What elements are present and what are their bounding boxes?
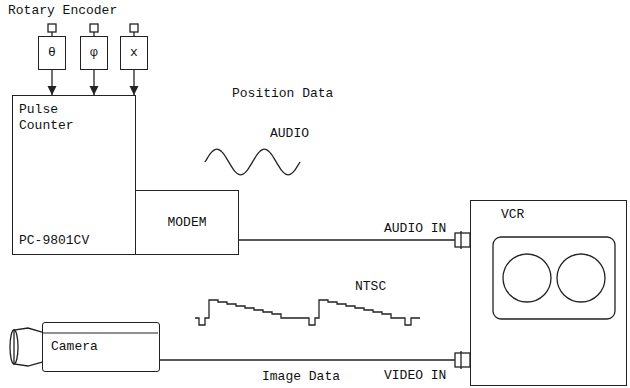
signal-arrow bbox=[133, 70, 134, 95]
encoder-knob bbox=[90, 24, 98, 32]
signal-label: Rotary Encoder bbox=[8, 3, 117, 19]
tape-reel bbox=[557, 254, 605, 302]
signal-arrow bbox=[93, 70, 94, 95]
encoder-knobs bbox=[48, 24, 138, 36]
video-jack bbox=[455, 353, 470, 367]
camera-lens bbox=[10, 328, 42, 366]
signal-label: Image Data bbox=[262, 369, 340, 385]
node-label: x bbox=[130, 45, 138, 61]
node-label: Pulse Counter bbox=[19, 102, 89, 133]
modem-box: MODEM bbox=[135, 190, 239, 255]
model-name: PC-9801CV bbox=[19, 233, 89, 249]
node-label: θ bbox=[48, 45, 56, 61]
node-label: Camera bbox=[51, 339, 98, 355]
encoder-box: θ bbox=[38, 36, 66, 70]
encoder-box: φ bbox=[80, 36, 108, 70]
camera-body: Camera bbox=[42, 322, 160, 372]
tape-window bbox=[493, 237, 615, 319]
encoder-box: x bbox=[120, 36, 148, 70]
signal-arrow bbox=[51, 70, 52, 95]
jack-flange bbox=[460, 351, 461, 369]
signal-label: AUDIO bbox=[270, 126, 309, 142]
vcr-unit: VCR bbox=[470, 200, 627, 386]
vcr-front-panel bbox=[471, 201, 622, 384]
signal-label: Position Data bbox=[232, 86, 333, 102]
node-label: VCR bbox=[501, 207, 626, 223]
ntsc-waveform bbox=[195, 300, 420, 325]
signal-label: NTSC bbox=[355, 279, 386, 295]
vcr-jacks bbox=[455, 231, 470, 369]
signal-cable bbox=[239, 239, 470, 240]
computer-box: Pulse CounterPC-9801CV bbox=[12, 95, 136, 255]
signal-label: AUDIO IN bbox=[384, 221, 446, 237]
node-label: φ bbox=[90, 45, 98, 61]
encoder-knob bbox=[130, 24, 138, 32]
encoder-knob bbox=[48, 24, 56, 32]
signal-label: VIDEO IN bbox=[384, 368, 446, 384]
jack-flange bbox=[460, 231, 461, 249]
node-label: MODEM bbox=[167, 215, 206, 231]
signal-cable bbox=[160, 359, 470, 360]
lens-front bbox=[10, 330, 18, 364]
audio-jack bbox=[455, 233, 470, 247]
tape-reel bbox=[503, 254, 551, 302]
audio-waveform bbox=[205, 149, 300, 175]
camera-edge bbox=[43, 333, 158, 334]
illustration bbox=[10, 24, 470, 369]
